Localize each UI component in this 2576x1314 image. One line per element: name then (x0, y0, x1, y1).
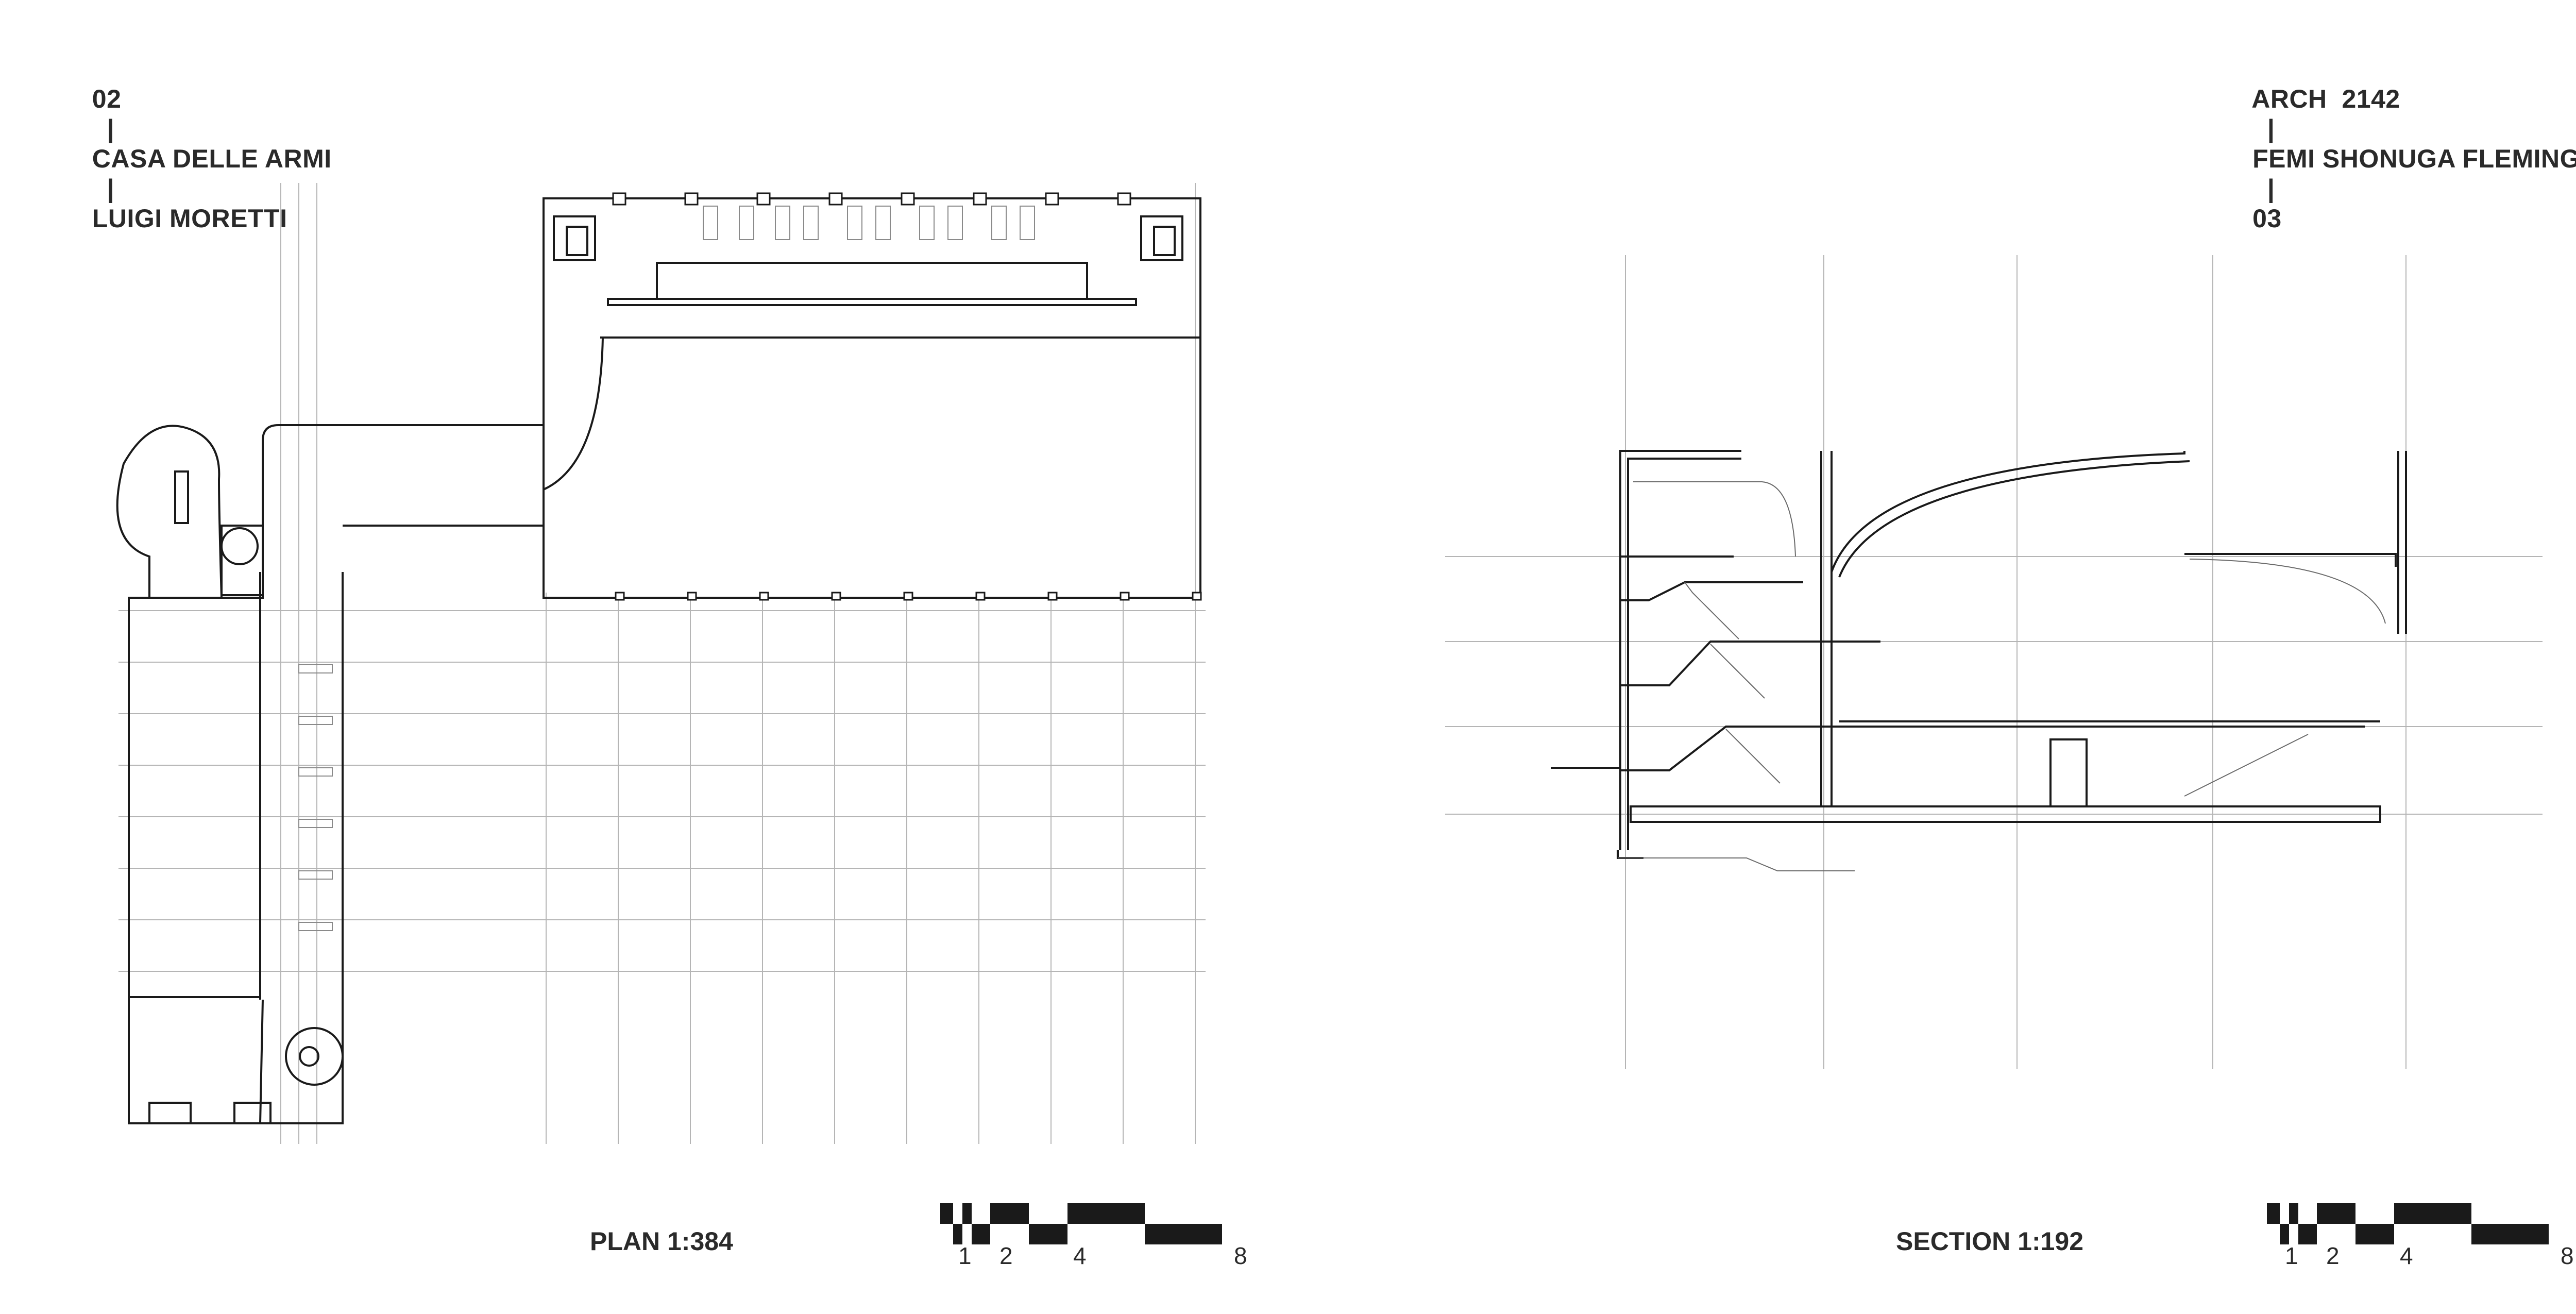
section-stairs (1618, 481, 2386, 871)
page-number-left: 02 (92, 85, 122, 113)
plan-scale-bar: 1 2 4 8 (940, 1203, 1247, 1269)
scale-label: 8 (1234, 1242, 1247, 1269)
plan-windows (298, 206, 1035, 931)
plan-columns (612, 192, 1202, 601)
scale-bar-blocks (940, 1203, 1222, 1244)
section-grid (1445, 255, 2543, 1069)
section-scale-bar: 1 2 4 8 (2267, 1203, 2574, 1269)
header-left: 02 | CASA DELLE ARMI | LUIGI MORETTI (77, 54, 332, 233)
scale-label: 1 (958, 1242, 972, 1269)
plan-walls (116, 197, 1201, 1124)
section-structure (1551, 450, 2407, 859)
author-name: FEMI SHONUGA FLEMING (2252, 144, 2576, 173)
plan-grid (118, 183, 1206, 1144)
plan-drawing (116, 183, 1206, 1144)
project-title: CASA DELLE ARMI (92, 144, 332, 173)
plan-caption: PLAN 1:384 (590, 1227, 733, 1256)
separator: | (92, 114, 129, 143)
course-code: ARCH 2142 (2251, 85, 2400, 113)
scale-bar-blocks (2267, 1203, 2549, 1244)
separator: | (2252, 174, 2290, 203)
header-right: ARCH 2142 | FEMI SHONUGA FLEMING | 03 (2238, 54, 2576, 233)
scale-label: 1 (2285, 1242, 2298, 1269)
section-caption: SECTION 1:192 (1896, 1227, 2084, 1256)
scale-label: 2 (999, 1242, 1013, 1269)
scale-label: 4 (1073, 1242, 1087, 1269)
scale-label: 4 (2400, 1242, 2413, 1269)
architect-name: LUIGI MORETTI (92, 204, 287, 233)
section-drawing (1445, 255, 2543, 1069)
scale-label: 8 (2561, 1242, 2574, 1269)
separator: | (2252, 114, 2290, 143)
scale-label: 2 (2326, 1242, 2340, 1269)
page-number-right: 03 (2252, 204, 2282, 233)
separator: | (92, 174, 129, 203)
